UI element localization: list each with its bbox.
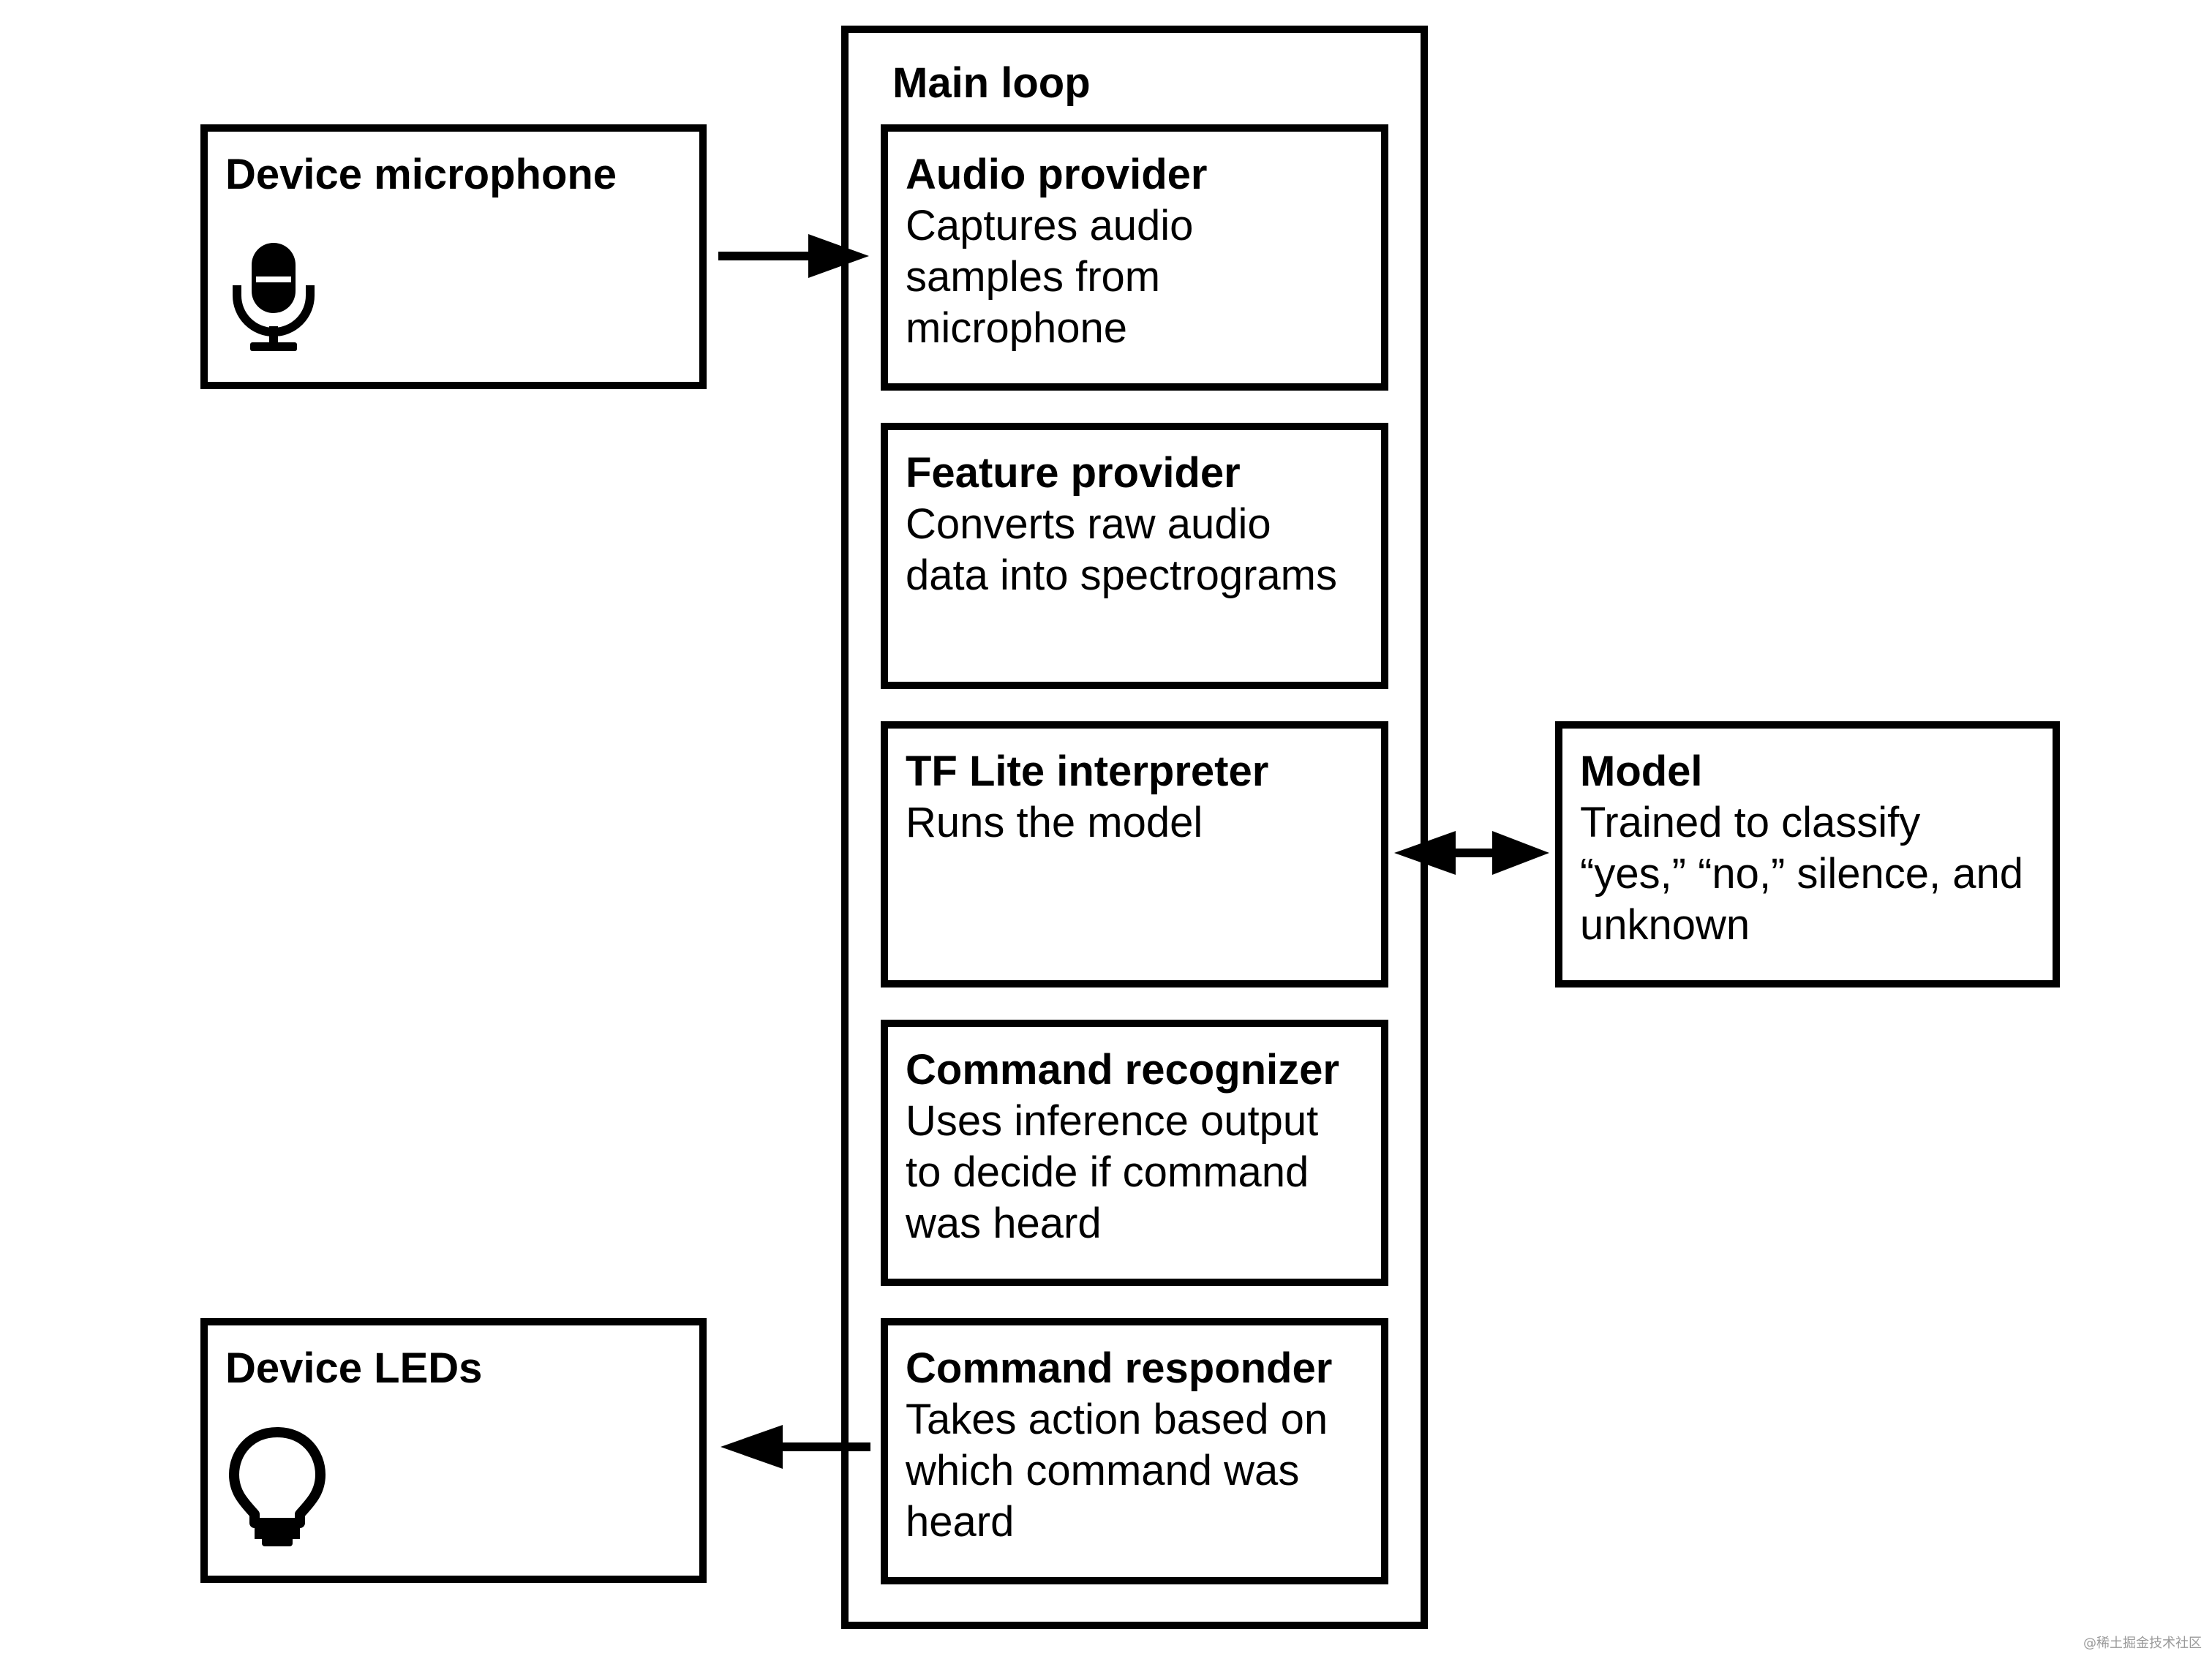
device-microphone-box: Device microphone — [200, 124, 707, 389]
device-leds-title: Device LEDs — [225, 1344, 483, 1392]
device-leds-box: Device LEDs — [200, 1318, 707, 1583]
arrow-interpreter-model-bidirectional — [1394, 831, 1549, 875]
microphone-icon — [233, 243, 315, 351]
main-loop-title: Main loop — [892, 59, 1091, 107]
audio-provider-title: Audio provider — [906, 151, 1208, 198]
device-microphone-title: Device microphone — [225, 151, 617, 198]
command-responder-box: Command responder Takes action based on … — [881, 1318, 1388, 1584]
watermark: @稀土掘金技术社区 — [2083, 1636, 2202, 1651]
feature-provider-description: Converts raw audio data into spectrogram… — [906, 500, 1337, 599]
lightbulb-icon — [229, 1427, 326, 1546]
command-responder-title: Command responder — [906, 1344, 1333, 1392]
audio-provider-box: Audio provider Captures audio samples fr… — [881, 124, 1388, 391]
tflite-interpreter-box: TF Lite interpreter Runs the model — [881, 721, 1388, 988]
arrow-microphone-to-audio-provider — [718, 234, 869, 278]
model-box: Model Trained to classify “yes,” “no,” s… — [1555, 721, 2060, 988]
feature-provider-box: Feature provider Converts raw audio data… — [881, 423, 1388, 689]
command-responder-description: Takes action based on which command was … — [906, 1396, 1328, 1546]
feature-provider-title: Feature provider — [906, 449, 1241, 497]
command-recognizer-description: Uses inference output to decide if comma… — [906, 1097, 1319, 1247]
tflite-interpreter-description: Runs the model — [906, 799, 1203, 846]
tflite-interpreter-title: TF Lite interpreter — [906, 748, 1269, 795]
command-recognizer-box: Command recognizer Uses inference output… — [881, 1020, 1388, 1286]
arrow-responder-to-leds — [721, 1425, 870, 1469]
audio-provider-description: Captures audio samples from microphone — [906, 202, 1194, 352]
command-recognizer-title: Command recognizer — [906, 1046, 1339, 1094]
model-description: Trained to classify “yes,” “no,” silence… — [1580, 799, 2024, 949]
model-title: Model — [1580, 748, 1703, 795]
